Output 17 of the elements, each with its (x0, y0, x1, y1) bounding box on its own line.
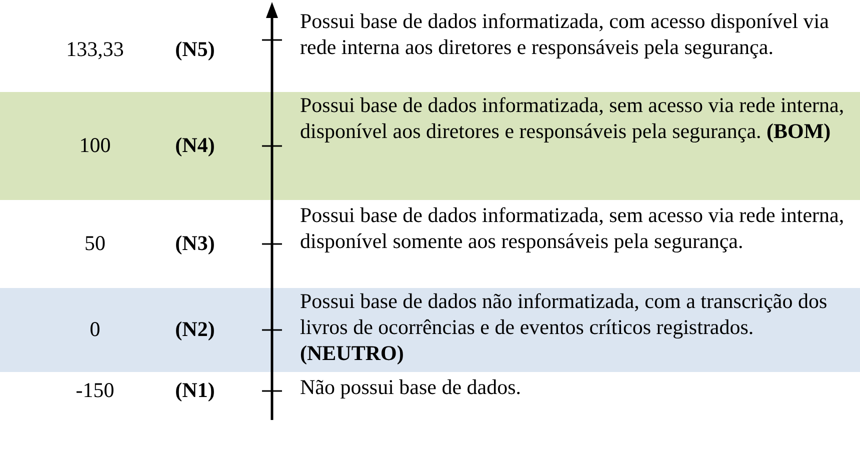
level-code: (N5) (174, 37, 216, 62)
level-description: Não possui base de dados. (300, 374, 522, 400)
level-description: Possui base de dados informatizada, sem acesso via rede interna, disponível somente aos responsáveis pela segurança. (300, 202, 846, 254)
level-code: (N2) (174, 317, 216, 342)
level-code: (N4) (174, 133, 216, 158)
level-code: (N1) (174, 378, 216, 403)
level-description: Possui base de dados informatizada, sem acesso via rede interna, disponível aos diretores e responsáveis pela segurança. (BOM) (300, 92, 846, 144)
scale-value: 50 (84, 231, 106, 256)
scale-level-band (0, 92, 860, 200)
level-code: (N3) (174, 231, 216, 256)
level-description: Possui base de dados não informatizada, com a transcrição dos livros de ocorrências e de eventos críticos registrados. (NEUTRO) (300, 288, 828, 366)
scale-value: 0 (88, 317, 102, 342)
scale-level-band (0, 288, 860, 372)
scale-value: -150 (74, 378, 116, 403)
scale-value: 100 (78, 133, 112, 158)
scale-value: 133,33 (65, 37, 125, 62)
level-description: Possui base de dados informatizada, com acesso disponível via rede interna aos diretores e responsáveis pela segurança. (300, 8, 830, 60)
